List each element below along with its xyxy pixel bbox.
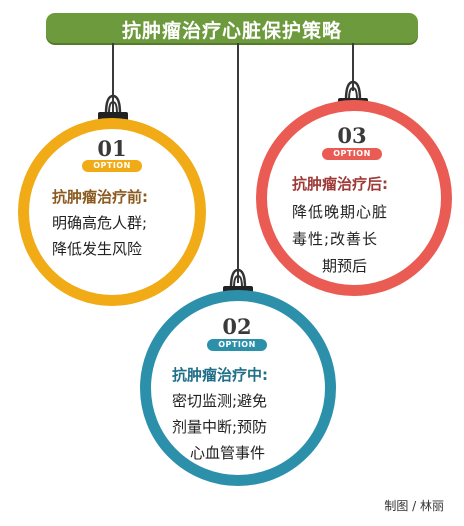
image-credit: 制图 / 林丽 (384, 499, 444, 513)
option-heading-1: 抗肿瘤治疗前: (52, 188, 148, 206)
option-2-line-2: 剂量中断;预防 (172, 418, 268, 436)
option-badge-1: OPTION (82, 160, 142, 172)
option-3-line-2: 毒性;改善长 (292, 230, 379, 248)
title-banner: 抗肿瘤治疗心脏保护策略 (46, 13, 418, 43)
option-heading-2: 抗肿瘤治疗中: (172, 366, 268, 384)
option-circle-3 (256, 100, 452, 296)
option-3-line-3: 期预后 (322, 257, 368, 275)
option-number-2: 02 (222, 314, 252, 339)
option-1-line-2: 降低发生风险 (52, 240, 143, 258)
option-heading-3: 抗肿瘤治疗后: (292, 175, 388, 193)
option-circle-1 (18, 118, 206, 306)
hanging-wire-1 (112, 43, 114, 115)
option-number-3: 03 (337, 123, 367, 148)
option-badge-2: OPTION (207, 339, 267, 351)
option-3-line-1: 降低晚期心脏 (292, 203, 389, 221)
option-badge-3: OPTION (322, 148, 382, 160)
hanging-wire-3 (352, 43, 354, 91)
option-1-line-1: 明确高危人群; (52, 214, 148, 232)
hanging-wire-2 (237, 43, 239, 283)
option-2-line-3: 心血管事件 (190, 444, 266, 462)
option-number-1: 01 (97, 136, 127, 161)
option-2-line-1: 密切监测;避免 (172, 392, 268, 410)
option-circle-2 (140, 290, 336, 486)
page-title: 抗肿瘤治疗心脏保护策略 (121, 20, 342, 42)
